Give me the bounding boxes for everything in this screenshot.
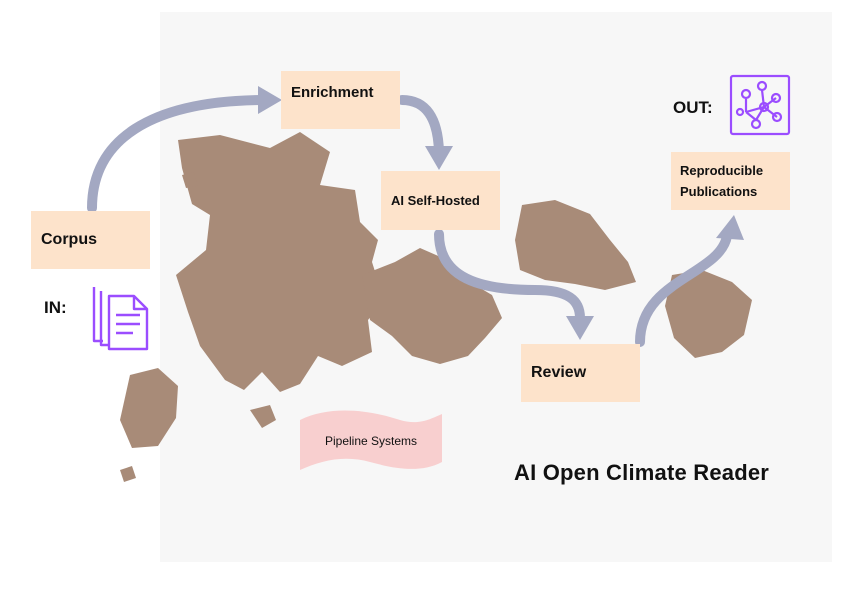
arrowhead-enrichment [258, 86, 282, 114]
step-enrichment: Enrichment [281, 71, 400, 129]
arrowhead-selfhosted [425, 146, 453, 170]
landmass-americas [176, 132, 384, 392]
arrowhead-publications [716, 215, 744, 240]
landmass-africa [515, 200, 636, 290]
step-review: Review [521, 344, 640, 402]
step-self-hosted: AI Self-Hosted [381, 171, 500, 230]
step-corpus: Corpus [31, 211, 150, 269]
step-self-hosted-label: AI Self-Hosted [391, 193, 480, 208]
pipeline-banner-label: Pipeline Systems [324, 434, 418, 448]
landmass-australia [120, 368, 178, 448]
diagram-title: AI Open Climate Reader [514, 460, 770, 485]
landmass-asia [362, 248, 502, 364]
arrow-corpus-to-enrichment [87, 95, 267, 213]
step-corpus-label: Corpus [41, 231, 97, 248]
step-review-label: Review [531, 364, 587, 381]
arrow-selfhosted-to-review [434, 229, 585, 323]
landmass-island-a [250, 405, 276, 428]
out-label: OUT: [673, 98, 713, 117]
landmass-island-b [120, 466, 136, 482]
in-label: IN: [44, 298, 67, 317]
landmass-island-c [182, 172, 198, 188]
arrowhead-review [566, 316, 594, 340]
arrow-review-to-publications [635, 231, 732, 347]
step-publications-label: Reproducible Publications [680, 163, 764, 199]
arrow-enrichment-to-selfhosted [397, 95, 444, 157]
landmass-antarctica [665, 270, 752, 358]
step-publications: Reproducible Publications [671, 152, 790, 210]
step-enrichment-label: Enrichment [291, 83, 374, 101]
